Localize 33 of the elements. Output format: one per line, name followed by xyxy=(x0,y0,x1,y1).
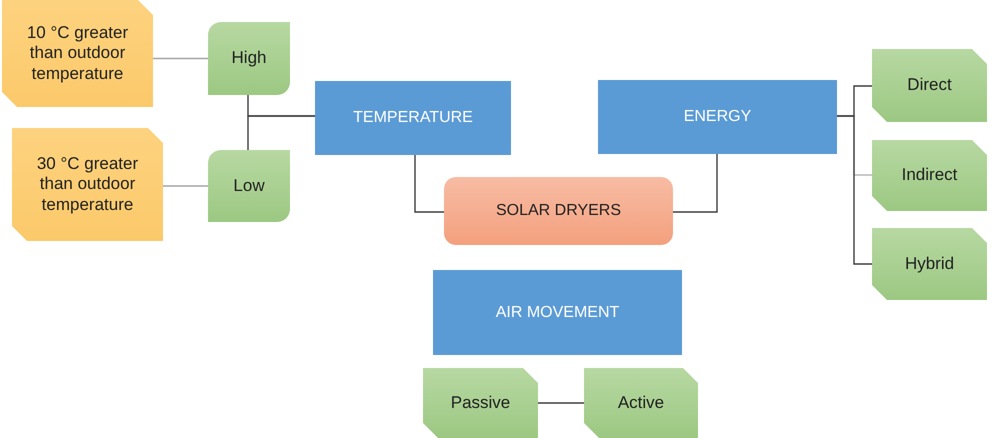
box-label: 30 °C greater than outdoor temperature xyxy=(36,154,140,216)
connector-line xyxy=(153,58,208,60)
box-label: SOLAR DRYERS xyxy=(496,201,622,221)
box-label: ENERGY xyxy=(684,107,752,127)
box-label: AIR MOVEMENT xyxy=(496,302,620,322)
connector-line xyxy=(163,185,208,187)
category-box xyxy=(208,150,290,222)
connector-line xyxy=(414,155,444,213)
category-box xyxy=(208,22,290,95)
box-label: Hybrid xyxy=(904,254,954,274)
box-label: Active xyxy=(618,392,664,414)
connector-line xyxy=(538,402,584,404)
category-box xyxy=(872,140,987,211)
box-label: Indirect xyxy=(902,165,958,186)
box-label: Direct xyxy=(907,75,952,96)
connector-line xyxy=(247,115,315,150)
box-label: Passive xyxy=(450,392,510,414)
box-label: 10 °C greater than outdoor temperature xyxy=(26,22,130,84)
note-box xyxy=(12,128,163,241)
box-label: TEMPERATURE xyxy=(353,108,473,128)
category-box xyxy=(872,228,987,300)
note-box xyxy=(2,0,153,107)
heading-box xyxy=(315,81,511,155)
category-box xyxy=(423,368,538,438)
box-label: High xyxy=(232,48,266,69)
heading-box xyxy=(598,80,837,154)
category-box xyxy=(584,368,698,438)
box-label: Low xyxy=(233,176,265,196)
root-box xyxy=(444,177,673,245)
connector-line xyxy=(837,115,872,265)
connector-line xyxy=(673,154,718,213)
heading-box xyxy=(433,270,682,355)
category-box xyxy=(872,49,987,122)
